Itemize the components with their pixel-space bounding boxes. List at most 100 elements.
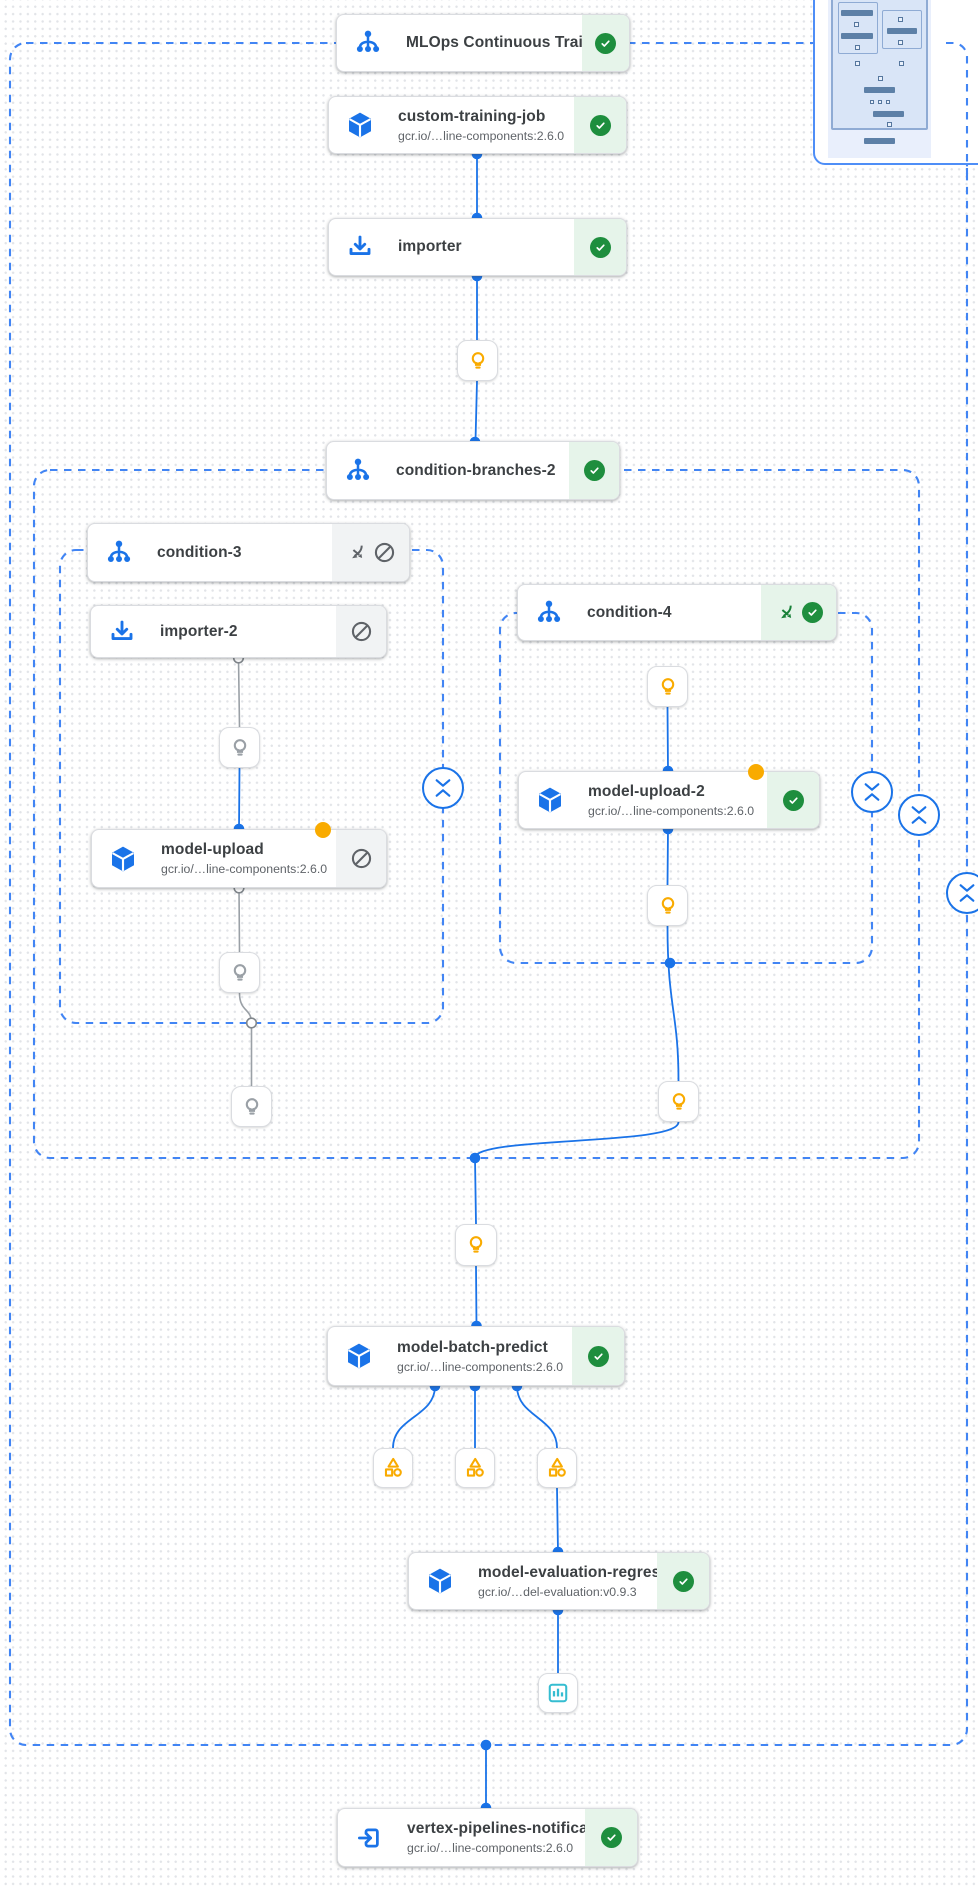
minimap-bar [887,28,917,34]
node-title: importer [398,238,462,255]
artifact-lightbulb-yellow[interactable] [455,1224,497,1266]
collapse-chevrons-icon [435,779,451,797]
status-badge-succeeded [761,585,836,640]
node-importer[interactable]: importer [328,218,627,276]
artifact-chart-teal[interactable] [538,1673,578,1713]
status-badge-succeeded [574,219,626,275]
minimap[interactable] [828,0,931,158]
condition-icon [353,28,383,58]
edge-5 [238,887,241,953]
lightbulb-icon [466,349,490,373]
import-icon [345,232,375,262]
node-model-upload-2[interactable]: model-upload-2 gcr.io/…line-components:2.… [518,764,820,829]
import-icon [107,617,137,647]
metrics-icon [462,1455,488,1481]
minimap-sq [854,22,859,27]
collapse-condition-4-button[interactable] [851,771,893,813]
collapse-chevrons-icon [911,806,927,824]
artifact-metrics-yellow[interactable] [373,1448,413,1488]
edge-13 [475,1265,478,1327]
collapse-outer-group-button[interactable] [946,872,978,914]
lightbulb-icon [656,675,680,699]
lightbulb-icon [656,894,680,918]
artifact-lightbulb-yellow[interactable] [647,885,688,926]
success-check-icon [589,236,611,258]
skipped-icon [350,847,373,870]
node-condition-4[interactable]: condition-4 [517,584,837,641]
collapse-chevrons-icon [959,884,975,902]
edge-endpoint-dot [469,1152,481,1164]
minimap-sq [855,45,860,50]
node-title: custom-training-job [398,107,546,125]
status-badge-succeeded [585,1809,637,1866]
minimap-bar [841,10,873,16]
chart-icon [545,1680,571,1706]
success-check-icon [802,602,823,623]
node-condition-3[interactable]: condition-3 [87,523,410,582]
artifact-metrics-yellow[interactable] [455,1448,495,1488]
success-check-icon [595,32,616,54]
status-badge-succeeded [767,772,819,828]
node-subtitle: gcr.io/…line-components:2.6.0 [588,803,755,818]
edge-endpoint-dot [480,1739,492,1751]
artifact-lightbulb-gray[interactable] [219,952,260,993]
collapse-condition-branches-2-button[interactable] [898,794,940,836]
minimap-sq [898,17,903,22]
status-badge-skipped [336,830,386,887]
minimap-sq [899,61,904,66]
status-badge-succeeded [574,97,626,153]
node-mlops-continuous-training[interactable]: MLOps Continuous Traini… [336,14,630,72]
minimap-bar [841,33,873,39]
artifact-metrics-yellow[interactable] [537,1448,577,1488]
node-title: vertex-pipelines-notificat… [407,1820,609,1837]
artifact-lightbulb-gray[interactable] [231,1086,272,1127]
status-badge-succeeded [569,442,619,499]
node-importer-2[interactable]: importer-2 [90,605,387,658]
status-badge-succeeded [572,1327,624,1385]
node-title: MLOps Continuous Traini… [406,34,613,51]
artifact-lightbulb-yellow[interactable] [658,1081,699,1122]
minimap-rect [882,10,922,49]
node-subtitle: gcr.io/…line-components:2.6.0 [407,1841,574,1855]
condition-icon [534,598,564,628]
status-badge-skipped [332,524,409,581]
lightbulb-icon [667,1090,691,1114]
cube-icon [535,785,565,815]
condition-icon [343,456,373,486]
node-title: importer-2 [160,622,238,640]
minimap-rect [831,0,928,130]
minimap-sq [870,100,874,104]
edge-14 [392,1385,436,1449]
artifact-lightbulb-yellow[interactable] [457,340,498,381]
branch-merge-icon [345,542,366,563]
minimap-sq [898,40,903,45]
node-title: condition-branches-2 [396,461,556,479]
artifact-lightbulb-yellow[interactable] [647,666,688,707]
metrics-icon [544,1455,570,1481]
cube-icon [425,1566,455,1596]
minimap-bar [864,138,895,144]
edge-8 [666,706,669,772]
collapse-chevrons-icon [864,783,880,801]
skipped-icon [373,541,396,564]
node-condition-branches-2[interactable]: condition-branches-2 [326,441,620,500]
node-title: condition-4 [587,603,672,621]
node-model-evaluation-regression[interactable]: model-evaluation-regres…gcr.io/…del-eval… [408,1552,710,1610]
exit-icon [354,1823,384,1853]
node-title: model-upload-2 [588,782,705,800]
success-check-icon [589,114,611,136]
success-check-icon [672,1570,694,1592]
success-check-icon [782,789,804,811]
artifact-lightbulb-gray[interactable] [219,727,260,768]
status-badge-succeeded [657,1553,709,1609]
node-vertex-pipelines-notification[interactable]: vertex-pipelines-notificat… gcr.io/…line-… [337,1808,638,1867]
edge-2 [474,380,478,442]
minimap-bar [864,87,895,93]
group-border-mlops-continuous-training [8,41,969,1747]
collapse-condition-3-button[interactable] [422,767,464,809]
edge-16 [516,1385,558,1449]
